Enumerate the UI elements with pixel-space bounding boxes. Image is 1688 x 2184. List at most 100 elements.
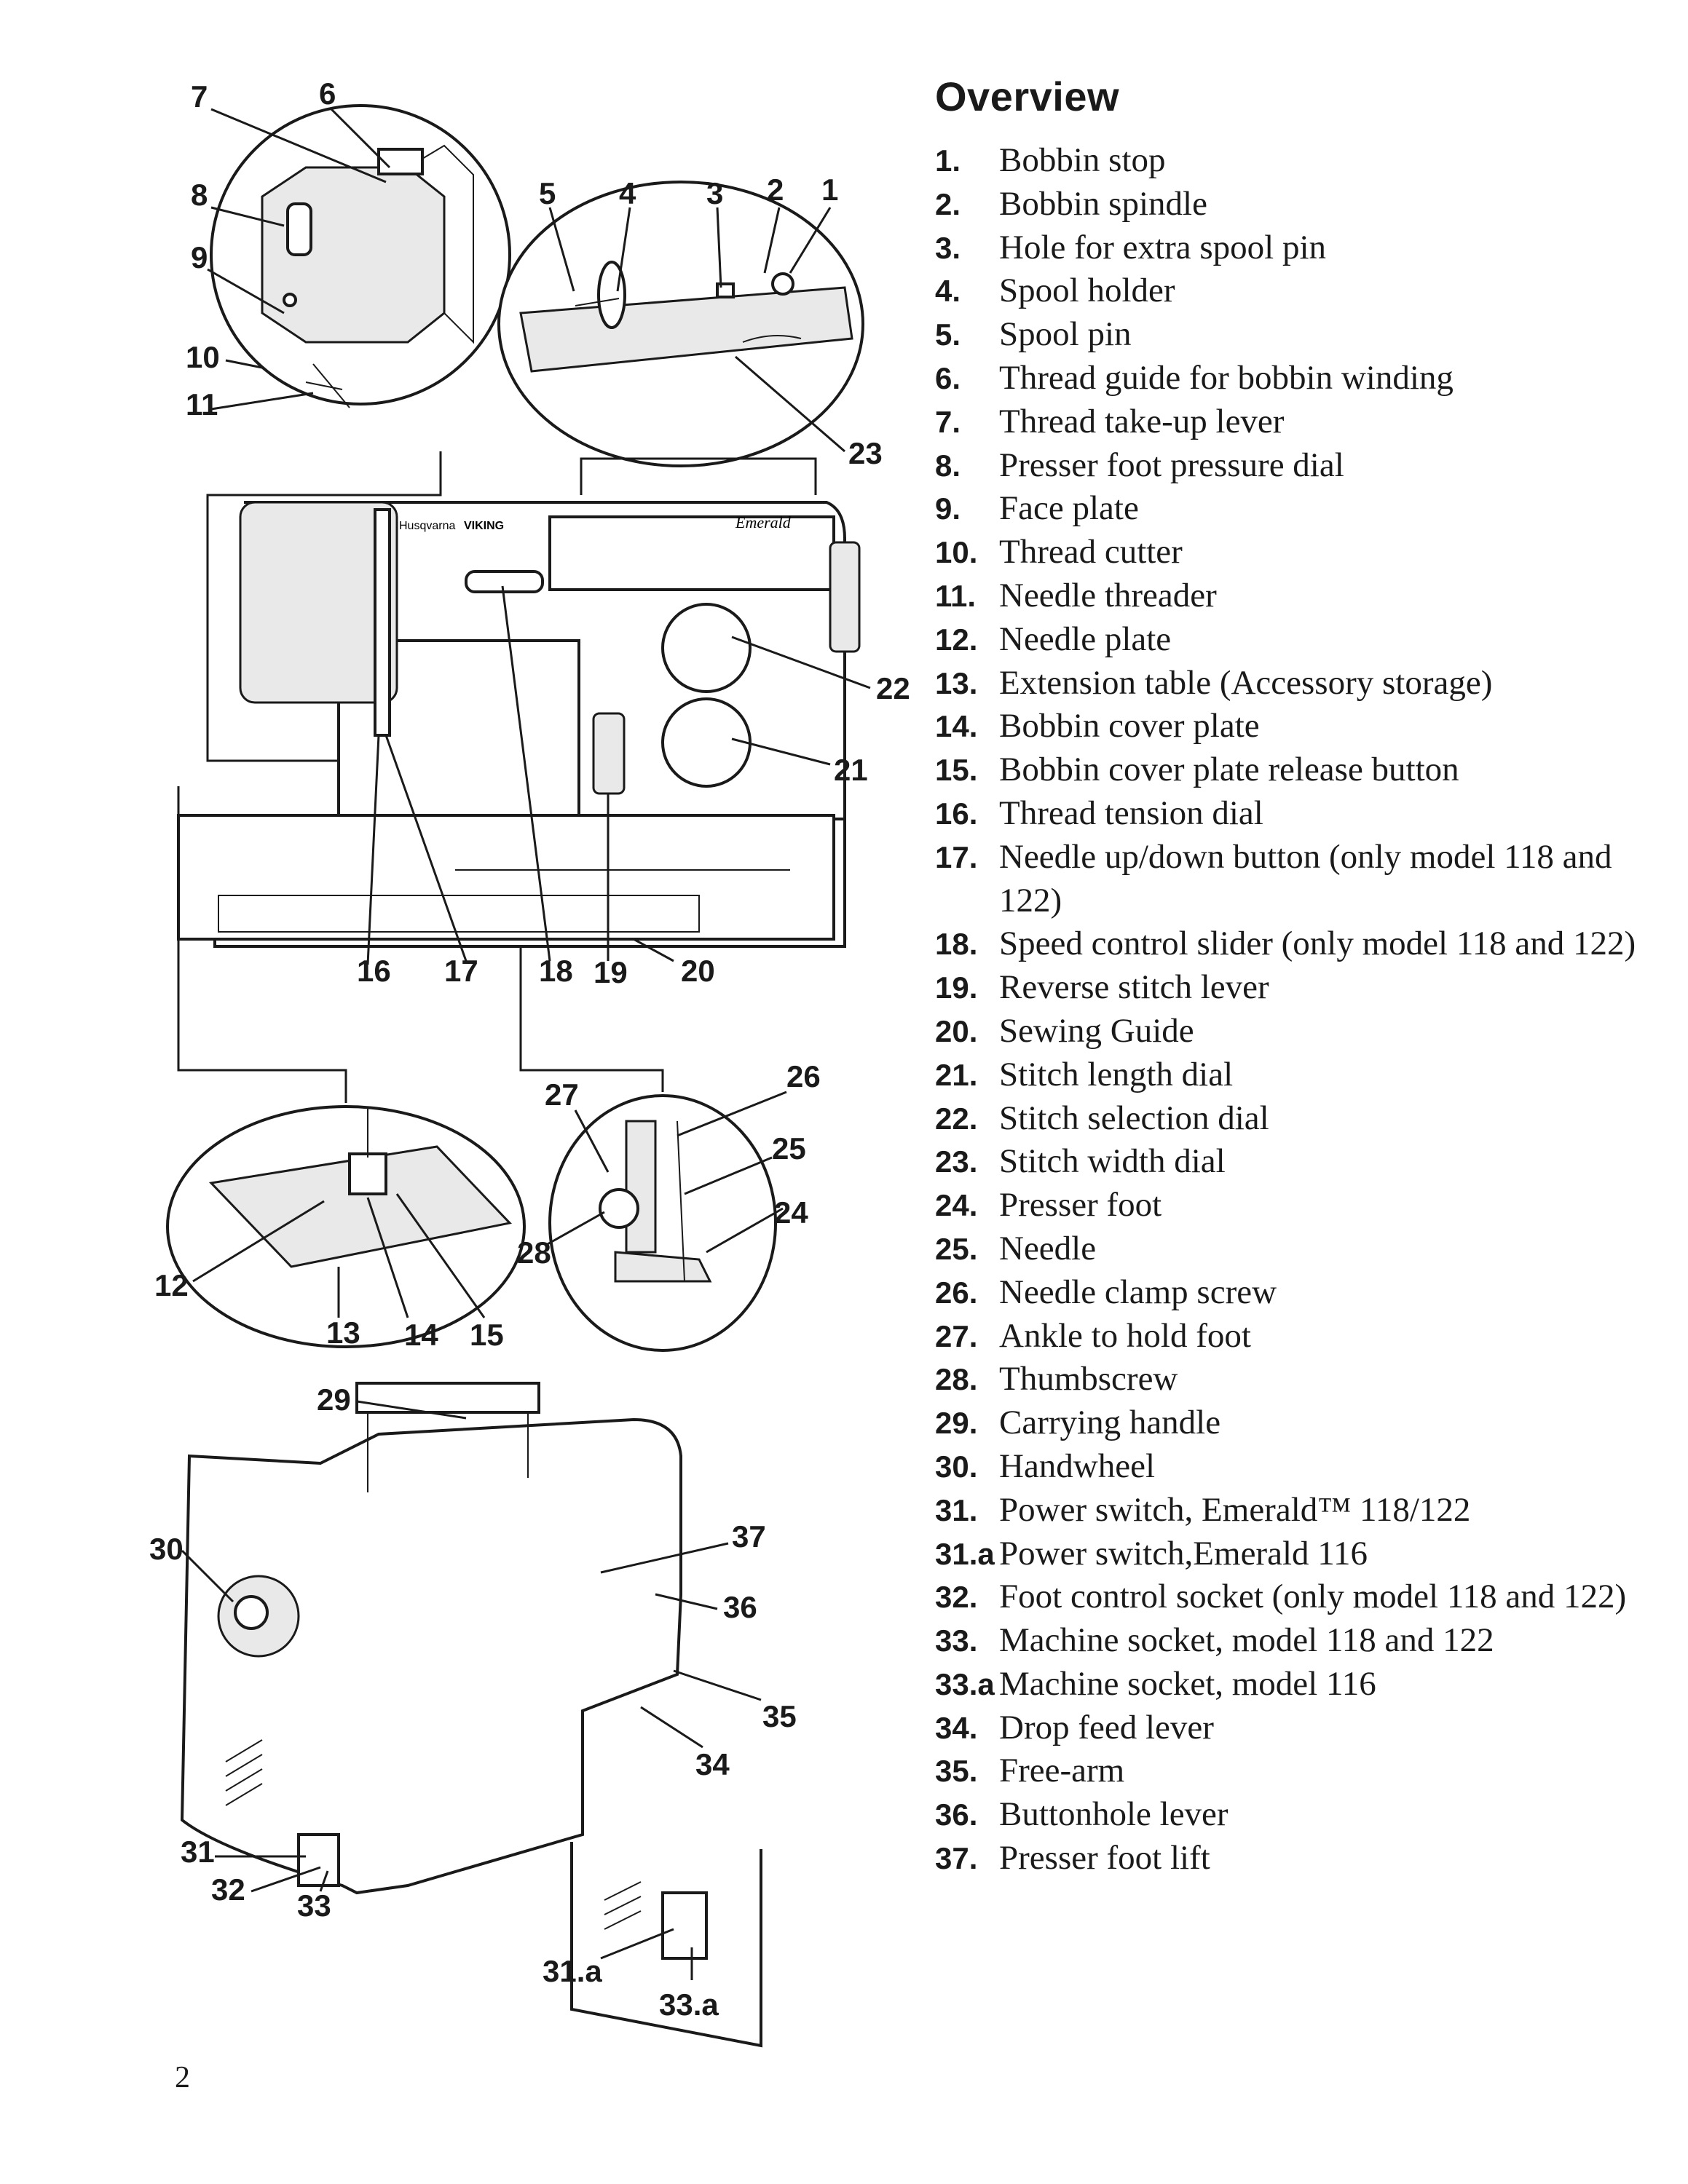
overview-item-number: 1. — [935, 143, 961, 178]
callout-11: 11 — [186, 387, 218, 422]
overview-item: 6.Thread guide for bobbin winding — [935, 357, 1663, 400]
overview-item-number: 36. — [935, 1797, 978, 1832]
leader-lines — [181, 108, 871, 1980]
overview-item-label: Power switch,Emerald 116 — [999, 1534, 1368, 1572]
overview-item-label: Thread cutter — [999, 533, 1183, 571]
overview-item-label: Thumbscrew — [999, 1360, 1178, 1398]
overview-item: 36. Buttonhole lever — [935, 1793, 1663, 1837]
overview-item-label: Buttonhole lever — [999, 1795, 1228, 1834]
overview-item-number: 17. — [935, 839, 978, 874]
callout-26: 26 — [786, 1059, 821, 1093]
overview-item: 21.Stitch length dial — [935, 1053, 1663, 1097]
overview-item-label: Sewing Guide — [999, 1011, 1194, 1050]
overview-item-number: 12. — [935, 622, 978, 657]
callout-32: 32 — [211, 1872, 245, 1907]
machine-front-view: Husqvarna VIKING Emerald — [177, 501, 861, 948]
overview-item-number: 5. — [935, 317, 961, 352]
overview-item-label: Thread tension dial — [999, 794, 1263, 832]
overview-item-label: Thread guide for bobbin winding — [999, 358, 1454, 397]
bracket-top — [580, 457, 817, 495]
overview-item-label: Power switch, Emerald™ 118/122 — [999, 1490, 1471, 1529]
overview-item-number: 31. — [935, 1492, 978, 1527]
callout-36: 36 — [723, 1590, 757, 1624]
overview-item: 26. Needle clamp screw — [935, 1271, 1663, 1315]
brand-label: Husqvarna — [399, 520, 455, 532]
overview-item-label: Needle threader — [999, 576, 1217, 614]
overview-item: 18. Speed control slider (only model 118 … — [935, 922, 1663, 966]
overview-item: 32.Foot control socket (only model 118 a… — [935, 1575, 1663, 1619]
overview-item-number: 24. — [935, 1188, 978, 1223]
overview-item-label: Speed control slider (only model 118 and… — [999, 925, 1636, 963]
detail-spool-area — [497, 181, 864, 467]
overview-item-label: Needle — [999, 1229, 1097, 1267]
overview-item-number: 29. — [935, 1406, 978, 1441]
callout-37: 37 — [732, 1519, 766, 1554]
overview-item-label: Face plate — [999, 489, 1139, 528]
callout-2: 2 — [767, 173, 784, 207]
overview-item-label: Presser foot pressure dial — [999, 446, 1344, 484]
overview-item-label: Machine socket, model 116 — [999, 1664, 1376, 1703]
overview-item-number: 16. — [935, 796, 978, 831]
callout-20: 20 — [681, 954, 715, 988]
callout-10: 10 — [186, 340, 220, 374]
machine-back-inset — [570, 1842, 762, 2048]
callout-13: 13 — [326, 1315, 360, 1350]
callout-labels: 7 6 8 9 10 11 5 4 3 2 1 23 22 21 16 17 1… — [149, 76, 910, 2022]
overview-item: 34.Drop feed lever — [935, 1706, 1663, 1750]
callout-19: 19 — [593, 955, 628, 989]
callout-30: 30 — [149, 1532, 184, 1566]
detail-presser-foot — [548, 1094, 777, 1352]
overview-item: 15.Bobbin cover plate release button — [935, 748, 1663, 792]
overview-item-number: 18. — [935, 927, 978, 962]
overview-item-number: 20. — [935, 1013, 978, 1048]
overview-item: 11.Needle threader — [935, 574, 1663, 618]
overview-item-label: Machine socket, model 118 and 122 — [999, 1621, 1494, 1660]
bracket-face — [206, 451, 442, 762]
overview-item-label: Handwheel — [999, 1447, 1156, 1485]
callout-33a: 33.a — [659, 1987, 719, 2022]
overview-item-label: Stitch width dial — [999, 1142, 1226, 1181]
overview-item-label: Presser foot lift — [999, 1839, 1210, 1878]
callout-14: 14 — [404, 1318, 438, 1352]
overview-item: 8. Presser foot pressure dial — [935, 444, 1663, 488]
overview-item-number: 3. — [935, 230, 961, 265]
model-label: Emerald — [735, 513, 792, 531]
overview-item: 10.Thread cutter — [935, 531, 1663, 574]
overview-item: 29. Carrying handle — [935, 1401, 1663, 1445]
overview-item-label: Needle plate — [999, 620, 1172, 658]
callout-27: 27 — [545, 1077, 579, 1112]
overview-item-label: Hole for extra spool pin — [999, 228, 1327, 266]
overview-item: 25.Needle — [935, 1227, 1663, 1271]
callout-24: 24 — [774, 1195, 808, 1230]
overview-item: 23.Stitch width dial — [935, 1140, 1663, 1184]
overview-item-number: 33.a — [935, 1666, 995, 1701]
machine-back-view — [180, 1382, 682, 1895]
overview-item-label: Free-arm — [999, 1752, 1125, 1790]
callout-28: 28 — [517, 1235, 551, 1270]
overview-item-number: 8. — [935, 448, 961, 483]
overview-item-label: Bobbin cover plate — [999, 707, 1260, 745]
overview-item: 12. Needle plate — [935, 618, 1663, 662]
overview-item-number: 19. — [935, 970, 978, 1005]
callout-7: 7 — [191, 79, 208, 114]
overview-item-number: 27. — [935, 1318, 978, 1353]
callout-33: 33 — [297, 1888, 331, 1923]
diagram-svg: Husqvarna VIKING Emerald — [149, 76, 910, 2048]
callout-18: 18 — [539, 954, 573, 988]
overview-item: 24.Presser foot — [935, 1184, 1663, 1227]
overview-item: 17.Needle up/down button (only model 118… — [935, 836, 1663, 923]
overview-title: Overview — [935, 74, 1120, 119]
overview-item: 19.Reverse stitch lever — [935, 966, 1663, 1010]
overview-item-label: Carrying handle — [999, 1404, 1221, 1442]
overview-item: 33.Machine socket, model 118 and 122 — [935, 1619, 1663, 1663]
overview-item: 5.Spool pin — [935, 313, 1663, 357]
overview-item-number: 26. — [935, 1275, 978, 1310]
overview-item: 28.Thumbscrew — [935, 1358, 1663, 1401]
overview-item: 37.Presser foot lift — [935, 1837, 1663, 1880]
callout-31: 31 — [181, 1835, 215, 1869]
callout-17: 17 — [444, 954, 478, 988]
overview-item-label: Needle clamp screw — [999, 1273, 1277, 1311]
overview-item-number: 9. — [935, 491, 961, 526]
